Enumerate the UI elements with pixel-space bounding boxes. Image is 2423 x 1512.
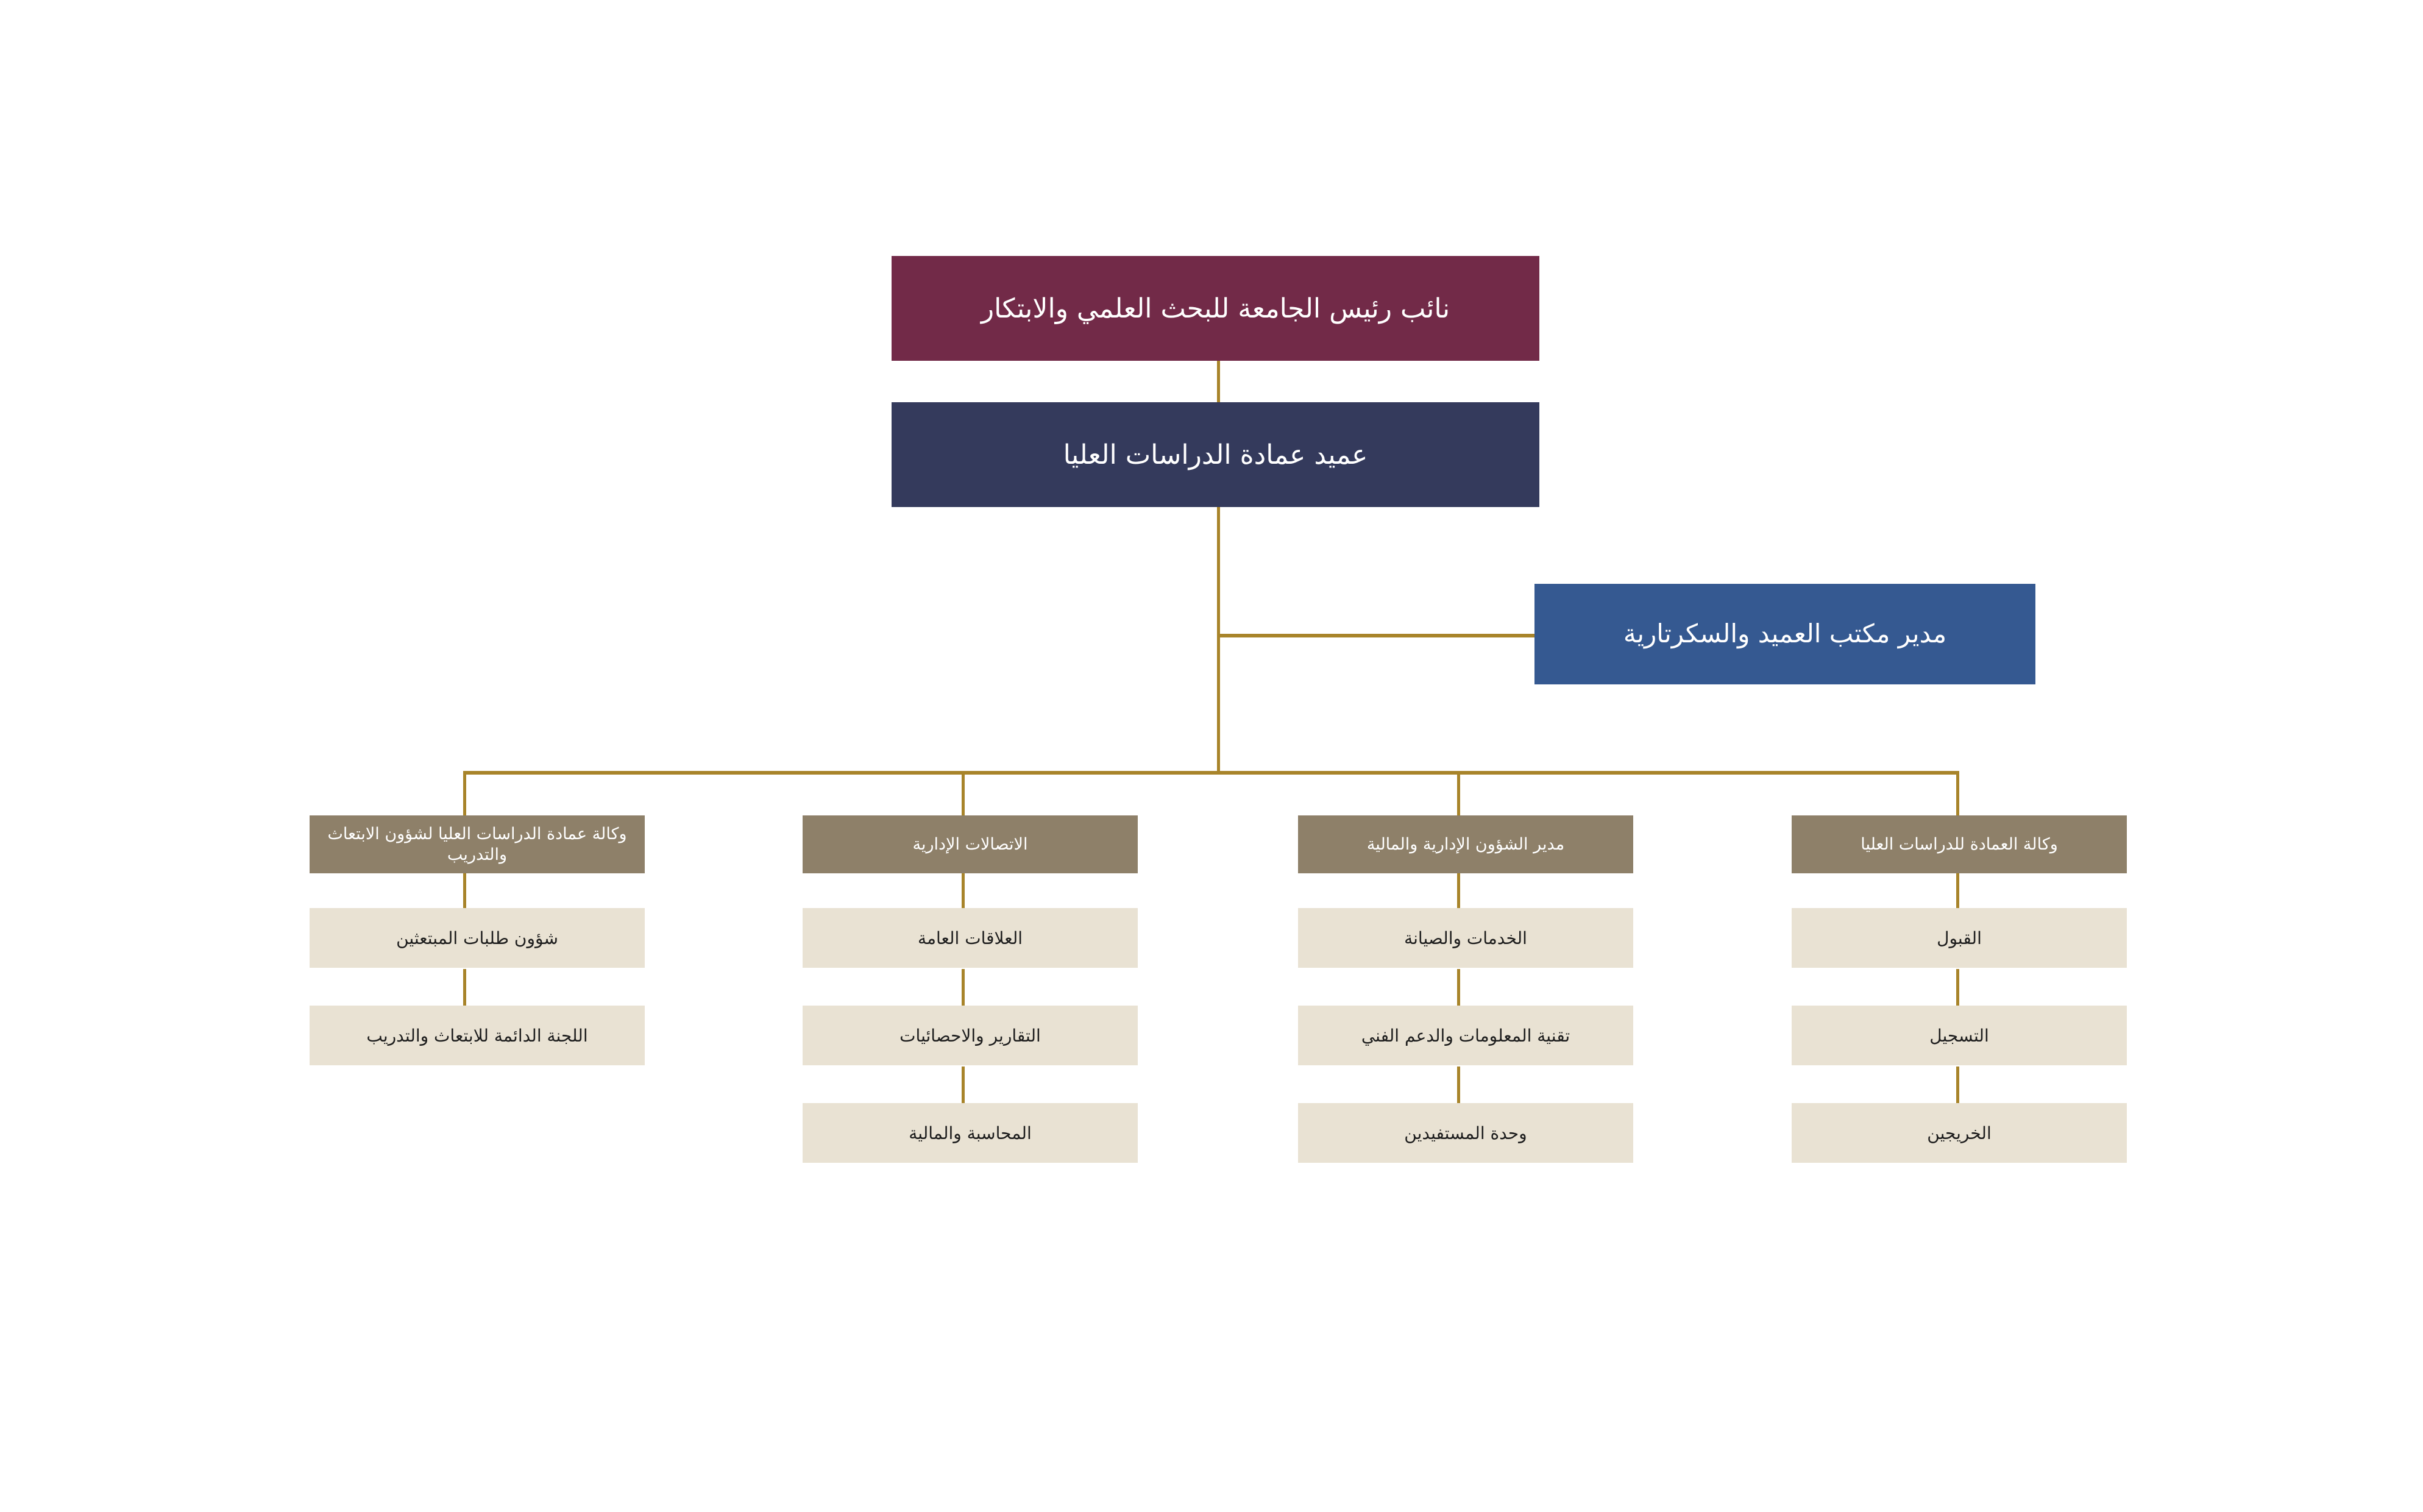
node-unit-registration-label: التسجيل <box>1929 1025 1989 1046</box>
node-dept-graduate-studies-agency-label: وكالة العمادة للدراسات العليا <box>1861 834 2058 854</box>
node-unit-public-relations-label: العلاقات العامة <box>917 928 1023 948</box>
connector-drop-col4 <box>1956 771 1959 817</box>
node-dean-office-manager[interactable]: مدير مكتب العميد والسكرتارية <box>1534 584 2035 684</box>
node-dept-scholarships-training[interactable]: وكالة عمادة الدراسات العليا لشؤون الابتع… <box>310 815 645 873</box>
node-unit-beneficiaries[interactable]: وحدة المستفيدين <box>1298 1103 1633 1163</box>
node-dept-admin-financial-affairs-label: مدير الشؤون الإدارية والمالية <box>1366 834 1565 854</box>
node-unit-services-maintenance[interactable]: الخدمات والصيانة <box>1298 908 1633 968</box>
connector-distribution-bar <box>463 771 1959 775</box>
node-dept-admin-financial-affairs[interactable]: مدير الشؤون الإدارية والمالية <box>1298 815 1633 873</box>
connector-col1-chain-2 <box>463 969 466 1006</box>
node-unit-registration[interactable]: التسجيل <box>1792 1006 2127 1065</box>
node-unit-public-relations[interactable]: العلاقات العامة <box>803 908 1138 968</box>
node-unit-admission[interactable]: القبول <box>1792 908 2127 968</box>
node-unit-accounting-finance[interactable]: المحاسبة والمالية <box>803 1103 1138 1163</box>
node-dept-admin-communications-label: الاتصالات الإدارية <box>912 834 1028 854</box>
node-dept-graduate-studies-agency[interactable]: وكالة العمادة للدراسات العليا <box>1792 815 2127 873</box>
connector-col2-chain-1 <box>962 871 965 908</box>
connector-vp-to-dean <box>1217 360 1220 408</box>
node-unit-reports-statistics-label: التقارير والاحصائيات <box>899 1025 1041 1046</box>
connector-col2-chain-2 <box>962 969 965 1006</box>
node-dean-office-manager-label: مدير مكتب العميد والسكرتارية <box>1623 619 1947 649</box>
node-dean-label: عميد عمادة الدراسات العليا <box>1063 439 1368 470</box>
node-unit-graduates[interactable]: الخريجين <box>1792 1103 2127 1163</box>
node-unit-accounting-finance-label: المحاسبة والمالية <box>909 1123 1032 1143</box>
connector-col2-chain-3 <box>962 1067 965 1103</box>
node-unit-graduates-label: الخريجين <box>1927 1123 1992 1143</box>
node-unit-scholarship-requests-label: شؤون طلبات المبتعثين <box>396 928 558 948</box>
node-unit-services-maintenance-label: الخدمات والصيانة <box>1404 928 1527 948</box>
node-dean[interactable]: عميد عمادة الدراسات العليا <box>892 402 1539 507</box>
node-unit-scholarship-requests[interactable]: شؤون طلبات المبتعثين <box>310 908 645 968</box>
node-vice-president[interactable]: نائب رئيس الجامعة للبحث العلمي والابتكار <box>892 256 1539 361</box>
node-unit-it-technical-support-label: تقنية المعلومات والدعم الفني <box>1361 1025 1570 1046</box>
node-unit-beneficiaries-label: وحدة المستفيدين <box>1404 1123 1527 1143</box>
node-vice-president-label: نائب رئيس الجامعة للبحث العلمي والابتكار <box>981 293 1450 324</box>
connector-drop-col2 <box>962 771 965 817</box>
connector-col4-chain-2 <box>1956 969 1959 1006</box>
connector-col3-chain-1 <box>1457 871 1460 908</box>
connector-col1-chain-1 <box>463 871 466 908</box>
connector-dean-to-office <box>1217 634 1536 637</box>
node-dept-scholarships-training-label: وكالة عمادة الدراسات العليا لشؤون الابتع… <box>327 824 627 864</box>
connector-drop-col3 <box>1457 771 1460 817</box>
connector-col3-chain-3 <box>1457 1067 1460 1103</box>
connector-col4-chain-3 <box>1956 1067 1959 1103</box>
connector-col4-chain-1 <box>1956 871 1959 908</box>
node-dept-admin-communications[interactable]: الاتصالات الإدارية <box>803 815 1138 873</box>
node-unit-it-technical-support[interactable]: تقنية المعلومات والدعم الفني <box>1298 1006 1633 1065</box>
node-unit-permanent-committee-label: اللجنة الدائمة للابتعاث والتدريب <box>366 1025 588 1046</box>
node-unit-admission-label: القبول <box>1937 928 1982 948</box>
node-unit-reports-statistics[interactable]: التقارير والاحصائيات <box>803 1006 1138 1065</box>
node-unit-permanent-committee[interactable]: اللجنة الدائمة للابتعاث والتدريب <box>310 1006 645 1065</box>
connector-dean-spine <box>1217 505 1220 773</box>
connector-col3-chain-2 <box>1457 969 1460 1006</box>
connector-drop-col1 <box>463 771 466 817</box>
